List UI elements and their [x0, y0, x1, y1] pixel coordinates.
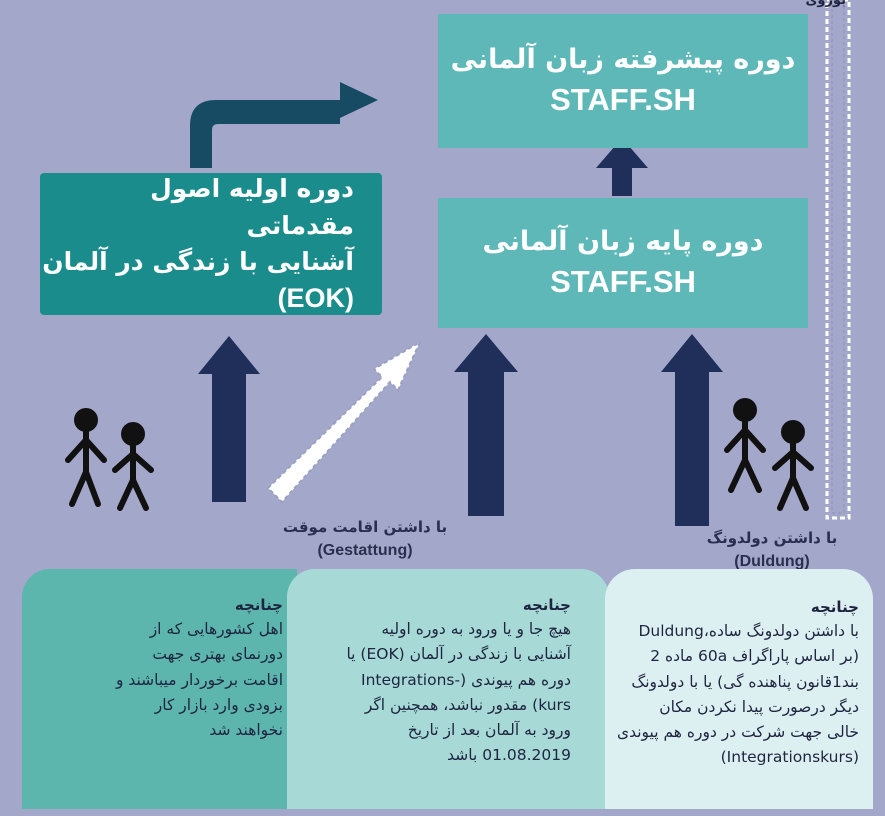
condition-right-line: بند1قانون پناهنده گی) یا با دولدونگ: [631, 672, 859, 691]
condition-right-line: خالی جهت شرکت در دوره هم پیوندی: [616, 722, 859, 741]
condition-middle-line: آشنایی با زندگی در آلمان (EOK) یا: [346, 645, 571, 664]
dashed-connector-line: [825, 0, 851, 520]
eok-line-3: (EOK): [277, 283, 355, 314]
condition-left-line: دورنمای بهتری جهت: [152, 645, 283, 664]
condition-right-line: با داشتن دولدونگ ساده،Duldung: [638, 622, 859, 641]
condition-left-title: چنانچه: [234, 596, 283, 614]
condition-left-line: اهل کشورهایی که از: [149, 620, 283, 639]
condition-box-right: چنانچه با داشتن دولدونگ ساده،Duldung (بر…: [605, 569, 873, 809]
advanced-course-subtitle: STAFF.SH: [550, 81, 696, 117]
duldung-label-en: (Duldung): [734, 552, 810, 570]
eok-line-2: آشنایی با زندگی در آلمان: [42, 246, 354, 276]
basic-course-subtitle: STAFF.SH: [550, 263, 696, 299]
basic-course-title: دوره پایه زبان آلمانی: [482, 226, 764, 258]
arrow-up-to-eok: [198, 336, 260, 502]
advanced-german-course-box: دوره پیشرفته زبان آلمانی STAFF.SH: [438, 14, 808, 148]
curved-arrow-eok-to-advanced: [190, 82, 378, 168]
eok-line-1: دوره اولیه اصول مقدماتی: [150, 174, 354, 240]
dashed-arrow-to-eok: [266, 339, 423, 504]
arrow-basic-to-advanced: [596, 138, 648, 196]
condition-right-line: (بر اساس پاراگراف 60a ماده 2: [650, 647, 859, 666]
condition-box-left: چنانچه اهل کشورهایی که از دورنمای بهتری …: [22, 569, 297, 809]
condition-middle-line: ورود به آلمان بعد از تاریخ: [407, 720, 571, 739]
arrow-up-to-basic-middle: [454, 334, 518, 516]
condition-box-middle: چنانچه هیچ جا و یا ورود به دوره اولیه آش…: [287, 569, 609, 809]
people-icon-left: [65, 408, 154, 511]
corner-text: بوروی: [805, 0, 846, 8]
duldung-label: با داشتن دولدونگ (Duldung): [672, 527, 872, 574]
condition-right-line: (Integrationskurs): [720, 747, 859, 766]
gestattung-label: با داشتن اقامت موقت (Gestattung): [270, 516, 460, 563]
gestattung-label-fa: با داشتن اقامت موقت: [282, 518, 448, 536]
condition-left-line: بزودی وارد بازار کار: [154, 695, 283, 714]
basic-german-course-box: دوره پایه زبان آلمانی STAFF.SH: [438, 198, 808, 328]
condition-right-line: دیگر درصورت پیدا نکردن مکان: [659, 697, 859, 716]
condition-middle-line: هیچ جا و یا ورود به دوره اولیه: [381, 620, 571, 639]
condition-middle-line: kurs) مقدور نباشد، همچنین اگر: [364, 695, 571, 714]
condition-middle-line: 01.08.2019 باشد: [447, 745, 571, 764]
duldung-label-fa: با داشتن دولدونگ: [706, 529, 838, 547]
condition-middle-line: دوره هم پیوندی (-Integrations: [361, 670, 571, 689]
advanced-course-title: دوره پیشرفته زبان آلمانی: [450, 44, 796, 76]
condition-left-line: نخواهند شد: [209, 720, 283, 739]
arrow-up-to-basic-right: [661, 334, 723, 526]
gestattung-label-en: (Gestattung): [317, 541, 413, 559]
condition-middle-title: چنانچه: [522, 596, 571, 614]
eok-course-box: دوره اولیه اصول مقدماتی آشنایی با زندگی …: [40, 173, 382, 315]
condition-left-line: اقامت برخوردار میباشند و: [115, 670, 283, 689]
people-icon-right: [724, 398, 814, 511]
condition-right-title: چنانچه: [810, 598, 859, 616]
